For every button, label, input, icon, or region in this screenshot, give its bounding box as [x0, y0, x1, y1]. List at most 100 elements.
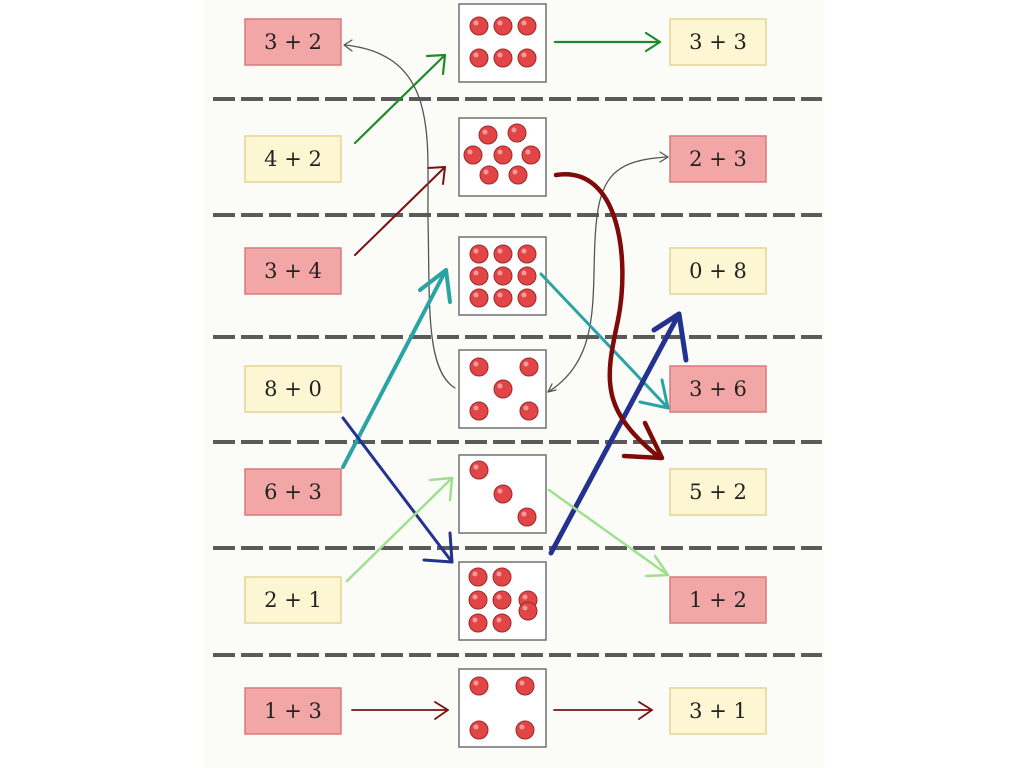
right-column: 3 + 3 2 + 3 0 + 8 3 + 6 5 + 2 1 + 2 3 + … — [669, 18, 767, 735]
counter-dot — [469, 720, 489, 740]
counter-dot — [469, 676, 489, 696]
arrow-box5-right6[interactable] — [547, 488, 670, 578]
right-card-7[interactable]: 3 + 1 — [669, 687, 767, 735]
right-card-1[interactable]: 3 + 3 — [669, 18, 767, 66]
counter-dot-highlight — [496, 571, 502, 577]
counter-dot-highlight — [473, 464, 479, 470]
right-card-3-text: 0 + 8 — [689, 259, 747, 283]
right-card-7-text: 3 + 1 — [689, 699, 747, 723]
left-card-2[interactable]: 4 + 2 — [244, 135, 342, 183]
counter-dot-highlight — [497, 383, 503, 389]
counter-dot — [492, 567, 512, 587]
counter-dot-highlight — [473, 52, 479, 58]
counter-dot-highlight — [482, 129, 488, 135]
counter-dot-highlight — [473, 248, 479, 254]
arrow-box7-right7[interactable] — [553, 701, 653, 720]
arrow-box4-left1[interactable] — [343, 39, 456, 389]
counter-dot-highlight — [521, 292, 527, 298]
left-card-3-text: 3 + 4 — [264, 259, 322, 283]
right-card-4-text: 3 + 6 — [689, 377, 747, 401]
dot-box-6[interactable] — [458, 561, 547, 641]
counter-dot — [517, 266, 537, 286]
counter-dot — [468, 613, 488, 633]
right-card-6[interactable]: 1 + 2 — [669, 576, 767, 624]
arrow-left3-box2[interactable] — [354, 166, 446, 256]
arrow-box4-right2[interactable] — [547, 151, 669, 393]
counter-dot-highlight — [497, 20, 503, 26]
arrow-left5-box3[interactable] — [341, 268, 452, 469]
counter-dot-highlight — [521, 270, 527, 276]
left-card-7-text: 1 + 3 — [264, 699, 322, 723]
left-card-7[interactable]: 1 + 3 — [244, 687, 342, 735]
dot-box-1[interactable] — [458, 3, 547, 83]
counter-dot — [493, 48, 513, 68]
counter-dot-highlight — [497, 248, 503, 254]
left-card-4-text: 8 + 0 — [264, 377, 322, 401]
left-card-5-text: 6 + 3 — [264, 480, 322, 504]
left-card-5[interactable]: 6 + 3 — [244, 468, 342, 516]
connection-arrows — [341, 31, 689, 720]
dot-box-5[interactable] — [458, 454, 547, 534]
counter-dot — [493, 379, 513, 399]
left-card-4[interactable]: 8 + 0 — [244, 365, 342, 413]
left-card-3[interactable]: 3 + 4 — [244, 247, 342, 295]
counter-dot — [519, 357, 539, 377]
row-separators — [213, 97, 822, 657]
left-card-1-text: 3 + 2 — [264, 30, 322, 54]
counter-dot — [493, 145, 513, 165]
arrow-left6-box5[interactable] — [345, 476, 454, 583]
left-card-6[interactable]: 2 + 1 — [244, 576, 342, 624]
right-card-2-text: 2 + 3 — [689, 147, 747, 171]
dot-box-3[interactable] — [458, 236, 547, 316]
counter-dot — [521, 145, 541, 165]
counter-dot — [493, 244, 513, 264]
counter-dot-highlight — [473, 405, 479, 411]
counter-dot — [515, 720, 535, 740]
right-card-5-text: 5 + 2 — [689, 480, 747, 504]
counter-dot — [493, 266, 513, 286]
counter-dot — [469, 244, 489, 264]
counter-dot — [517, 48, 537, 68]
counter-dot — [469, 288, 489, 308]
right-card-5[interactable]: 5 + 2 — [669, 468, 767, 516]
counter-dot — [517, 244, 537, 264]
counter-dot — [493, 288, 513, 308]
arrow-left7-box7[interactable] — [351, 701, 449, 720]
arrow-left4-box6[interactable] — [341, 416, 454, 564]
counter-dot-highlight — [497, 149, 503, 155]
right-card-3[interactable]: 0 + 8 — [669, 247, 767, 295]
arrow-box1-right1[interactable] — [553, 31, 662, 53]
dot-box-4[interactable] — [458, 349, 547, 429]
counter-dot-highlight — [473, 724, 479, 730]
right-card-2[interactable]: 2 + 3 — [669, 135, 767, 183]
counter-dot — [479, 165, 499, 185]
counter-dot-highlight — [473, 361, 479, 367]
counter-dot — [517, 288, 537, 308]
counter-dot-highlight — [521, 52, 527, 58]
counter-dot-highlight — [511, 127, 517, 133]
counter-dot-highlight — [472, 571, 478, 577]
counter-dot-highlight — [522, 605, 528, 611]
counter-dot-highlight — [525, 149, 531, 155]
arrow-left2-box1[interactable] — [353, 53, 447, 145]
dot-box-7[interactable] — [458, 668, 547, 748]
arrow-box2-right5[interactable] — [553, 172, 665, 461]
left-card-2-text: 4 + 2 — [264, 147, 322, 171]
counter-dot-highlight — [497, 292, 503, 298]
dot-box-2[interactable] — [458, 117, 547, 197]
counter-dot-highlight — [497, 52, 503, 58]
right-card-4[interactable]: 3 + 6 — [669, 365, 767, 413]
counter-dot-highlight — [523, 405, 529, 411]
counter-dot-highlight — [467, 149, 473, 155]
arrow-box3-right4[interactable] — [539, 272, 670, 410]
counter-dot-highlight — [496, 594, 502, 600]
counter-dot-highlight — [521, 511, 527, 517]
left-card-1[interactable]: 3 + 2 — [244, 18, 342, 66]
counter-dot-highlight — [497, 270, 503, 276]
counter-dot — [469, 460, 489, 480]
counter-dot-highlight — [473, 680, 479, 686]
counter-dot — [515, 676, 535, 696]
right-card-1-text: 3 + 3 — [689, 30, 747, 54]
arrow-box6-right3[interactable] — [548, 311, 689, 556]
